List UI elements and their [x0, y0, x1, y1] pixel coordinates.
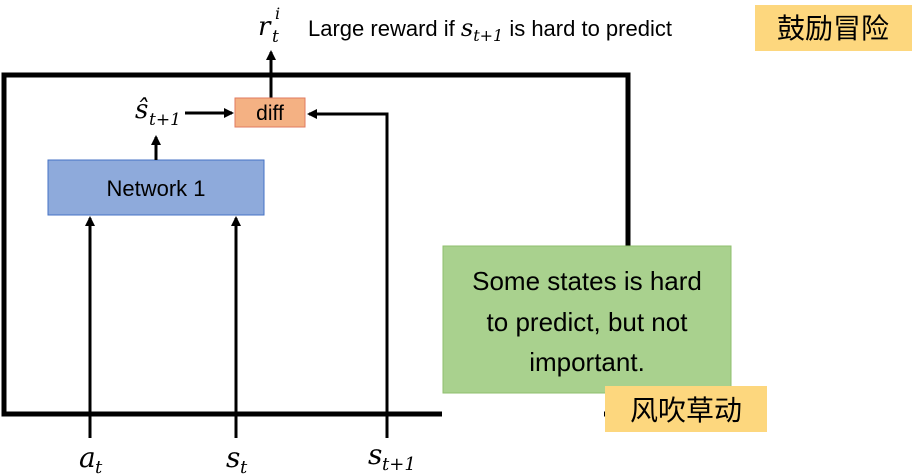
svg-text:i: i	[275, 4, 280, 23]
input-label-next-state: s t+1	[368, 438, 416, 475]
outer-frame	[1, 72, 631, 417]
note-line-3: important.	[529, 347, 645, 377]
badge-top-text: 鼓励冒险	[777, 12, 889, 45]
svg-text:a: a	[79, 441, 96, 474]
network-label: Network 1	[106, 176, 205, 201]
diff-label: diff	[256, 102, 284, 125]
badge-top	[755, 5, 912, 51]
svg-text:t: t	[95, 457, 103, 475]
svg-text:s: s	[226, 441, 240, 474]
reward-caption: Large reward if st+1 is hard to predict	[308, 14, 672, 45]
svg-text:t+1: t+1	[149, 110, 181, 130]
svg-text:r: r	[258, 12, 272, 42]
svg-text:t: t	[272, 27, 279, 47]
diff-box	[234, 97, 306, 128]
note-box	[442, 245, 732, 394]
note-line-2: to predict, but not	[487, 307, 689, 337]
network-box	[47, 159, 265, 216]
input-label-action: a t	[79, 441, 103, 475]
svg-text:s: s	[368, 438, 382, 471]
input-label-state: s t	[226, 441, 248, 475]
next-state-feed-line	[307, 109, 389, 412]
badge-bottom-text: 风吹草动	[630, 394, 742, 427]
reward-symbol: r t i	[258, 4, 280, 47]
note-line-1: Some states is hard	[472, 266, 702, 296]
badge-bottom	[605, 386, 767, 432]
prediction-symbol: ŝ t+1	[135, 95, 181, 130]
svg-text:t: t	[240, 457, 248, 475]
svg-text:ŝ: ŝ	[135, 95, 148, 125]
svg-text:t+1: t+1	[382, 454, 416, 475]
